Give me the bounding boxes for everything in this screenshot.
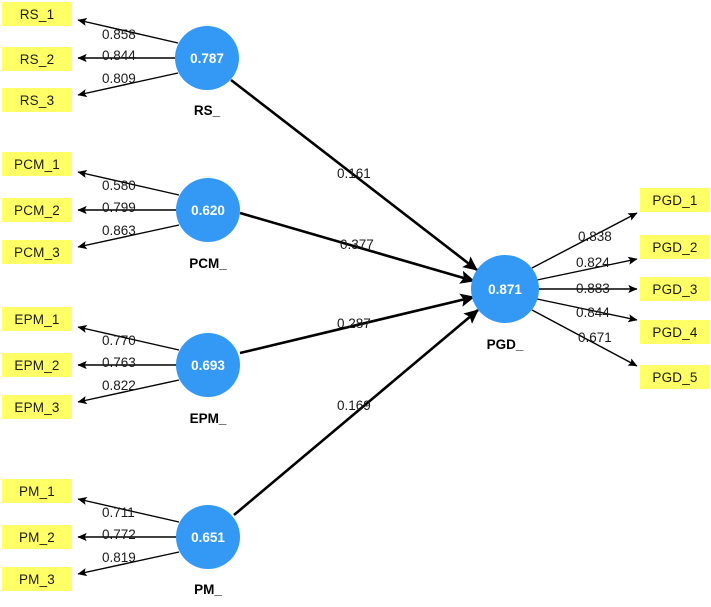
loading-label-rs-1: 0.858 [102, 27, 136, 42]
indicator-box-epm-1[interactable]: EPM_1 [2, 307, 72, 331]
latent-label-pcm: PCM_ [189, 256, 227, 271]
edge-group-rs [77, 17, 179, 98]
indicator-box-pcm-2[interactable]: PCM_2 [2, 198, 72, 222]
edge-rs-to-rs3 [77, 72, 179, 98]
latent-label-pgd: PGD_ [486, 337, 524, 352]
edge-group-pcm [77, 169, 180, 250]
indicator-box-pgd-1[interactable]: PGD_1 [640, 188, 710, 212]
indicator-box-pcm-1[interactable]: PCM_1 [2, 152, 72, 176]
indicator-box-rs-2[interactable]: RS_2 [2, 47, 72, 71]
latent-circle-pcm[interactable]: 0.620 [176, 178, 240, 242]
loading-label-epm-1: 0.770 [102, 333, 136, 348]
edge-pm-to-pm1 [77, 496, 180, 523]
latent-circle-pm[interactable]: 0.651 [176, 505, 240, 569]
edge-rs-to-pgd [230, 78, 478, 272]
loading-label-epm-3: 0.822 [102, 378, 136, 393]
loading-label-pm-3: 0.819 [102, 550, 136, 565]
path-coefficient-epm-pgd: 0.287 [337, 316, 371, 331]
edge-group-pm [77, 496, 180, 577]
latent-circle-rs[interactable]: 0.787 [175, 26, 239, 90]
loading-label-pcm-2: 0.799 [102, 200, 136, 215]
edge-pcm-to-pcm1 [77, 169, 180, 196]
edge-group-epm [77, 324, 180, 405]
indicator-box-pgd-4[interactable]: PGD_4 [640, 320, 710, 344]
indicator-box-epm-3[interactable]: EPM_3 [2, 395, 72, 419]
latent-label-pm: PM_ [194, 582, 222, 597]
edge-pm-to-pm3 [77, 551, 180, 577]
edge-pgd-to-pgd2 [536, 256, 638, 281]
loading-label-pcm-1: 0.580 [102, 178, 136, 193]
loading-label-pcm-3: 0.863 [102, 223, 136, 238]
loading-label-pm-1: 0.711 [102, 505, 135, 520]
edge-group-pgd [531, 212, 638, 367]
path-coefficient-rs-pgd: 0.161 [337, 166, 371, 181]
loading-label-pgd-3: 0.883 [576, 281, 610, 296]
path-coefficient-pm-pgd: 0.169 [337, 398, 371, 413]
loading-label-pm-2: 0.772 [102, 527, 136, 542]
path-coefficient-pcm-pgd: 0.377 [340, 237, 374, 252]
edge-group-structural [230, 78, 479, 516]
indicator-box-pm-1[interactable]: PM_1 [2, 479, 72, 503]
indicator-box-pgd-5[interactable]: PGD_5 [640, 365, 710, 389]
latent-circle-pgd[interactable]: 0.871 [471, 255, 539, 323]
edge-pcm-to-pcm3 [77, 224, 180, 250]
loading-label-pgd-4: 0.844 [576, 305, 610, 320]
edge-epm-to-epm1 [77, 324, 180, 351]
latent-label-rs: RS_ [193, 103, 221, 118]
indicator-box-pgd-3[interactable]: PGD_3 [640, 277, 710, 301]
edge-pgd-to-pgd5 [531, 309, 638, 367]
edge-rs-to-rs1 [77, 17, 179, 44]
indicator-box-rs-1[interactable]: RS_1 [2, 2, 72, 26]
loading-label-pgd-1: 0.838 [578, 229, 612, 244]
edge-epm-to-epm3 [77, 379, 180, 405]
edge-pgd-to-pgd4 [536, 298, 638, 323]
loading-label-rs-2: 0.844 [102, 48, 136, 63]
indicator-box-pgd-2[interactable]: PGD_2 [640, 235, 710, 259]
edge-pgd-to-pgd1 [531, 212, 638, 269]
loading-label-rs-3: 0.809 [102, 71, 136, 86]
indicator-box-pcm-3[interactable]: PCM_3 [2, 240, 72, 264]
edge-pcm-to-pgd [239, 211, 475, 284]
indicator-box-rs-3[interactable]: RS_3 [2, 88, 72, 112]
indicator-box-pm-2[interactable]: PM_2 [2, 525, 72, 549]
loading-label-pgd-2: 0.824 [576, 255, 610, 270]
latent-circle-epm[interactable]: 0.693 [176, 333, 240, 397]
edge-pm-to-pgd [233, 309, 479, 516]
indicator-box-pm-3[interactable]: PM_3 [2, 567, 72, 591]
loading-label-epm-2: 0.763 [102, 355, 136, 370]
indicator-box-epm-2[interactable]: EPM_2 [2, 353, 72, 377]
loading-label-pgd-5: 0.671 [578, 330, 612, 345]
edge-epm-to-pgd [239, 293, 476, 355]
latent-label-epm: EPM_ [189, 411, 227, 426]
